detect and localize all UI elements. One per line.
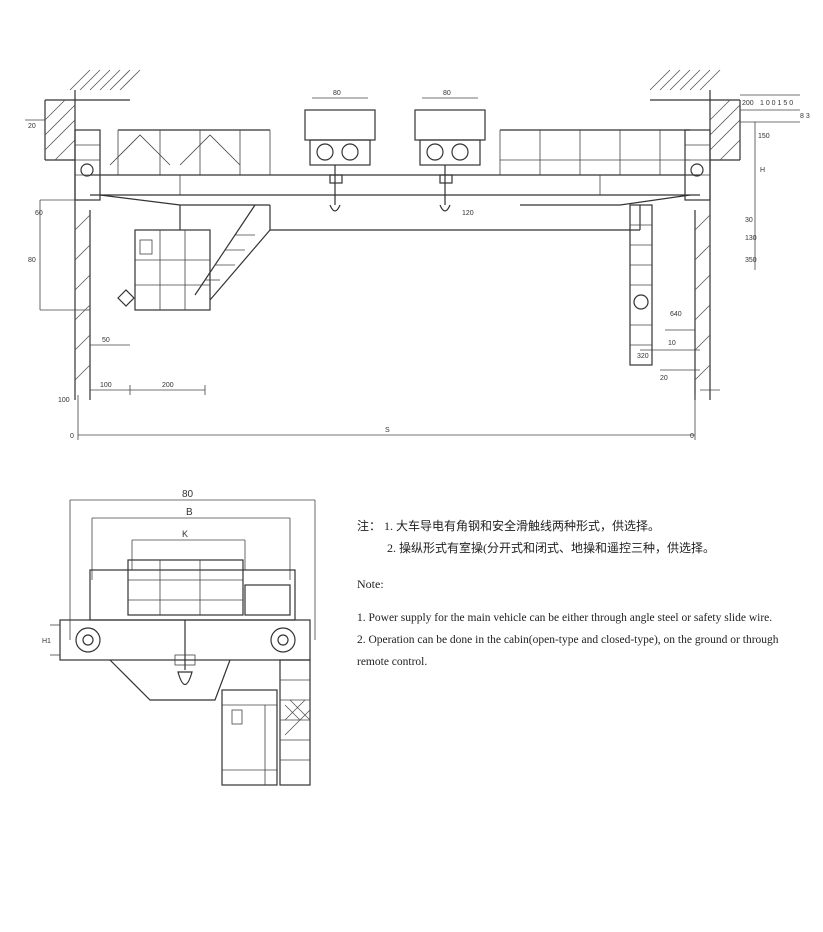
note-cn-2: 2. 操纵形式有室操(分开式和闭式、地操和遥控三种，供选择。	[387, 541, 715, 555]
trolley-right	[414, 109, 486, 212]
dim-trolley-left: 80	[333, 90, 341, 97]
dim-zero-left: 0	[70, 433, 74, 440]
dimension-lines	[25, 94, 800, 440]
dim-height-h1: H1	[42, 638, 51, 645]
dim-width-k: K	[182, 529, 188, 539]
front-view: 80 80 S 0 0 100 200 50 80 60 20 100 H 12…	[25, 69, 810, 440]
dim-width-total: 80	[182, 489, 194, 500]
note-en-title: Note:	[357, 577, 384, 591]
operator-cabin	[117, 204, 271, 311]
dim-top-a: 200	[742, 100, 754, 107]
notes-panel: 注： 1. 大车导电有角钢和安全滑触线两种形式，供选择。 2. 操纵形式有室操(…	[357, 515, 797, 673]
dim-right-c: 130	[745, 235, 757, 242]
dim-right-d: 350	[745, 257, 757, 264]
dim-left-c: 50	[102, 337, 110, 344]
dim-top-c: 8 3	[800, 113, 810, 120]
dim-right-e: 640	[670, 311, 682, 318]
note-en-1: 1. Power supply for the main vehicle can…	[357, 612, 773, 624]
side-view: 80 B K H1	[42, 489, 316, 786]
dim-top-b: 1 0 0 1 5 0	[760, 100, 793, 107]
dim-mid-label: 120	[462, 210, 474, 217]
dim-right-h: 20	[660, 375, 668, 382]
dim-left-g: 100	[58, 397, 70, 404]
dim-left-a: 100	[100, 382, 112, 389]
trolley-left	[304, 109, 376, 212]
dim-left-d: 80	[28, 257, 36, 264]
main-girder	[90, 174, 700, 231]
left-wall	[44, 69, 141, 400]
dim-right-f: 320	[637, 353, 649, 360]
note-cn-1: 注： 1. 大车导电有角钢和安全滑触线两种形式，供选择。	[357, 519, 661, 533]
dim-span: S	[385, 427, 390, 434]
dim-width-b: B	[186, 507, 193, 518]
right-wall	[649, 69, 741, 400]
note-en-2: 2. Operation can be done in the cabin(op…	[357, 634, 779, 668]
dim-left-e: 60	[35, 210, 43, 217]
dim-left-f: 20	[28, 123, 36, 130]
dim-h: H	[760, 167, 765, 174]
walkway-railings	[109, 129, 690, 175]
front-view-dim-labels: 80 80 S 0 0 100 200 50 80 60 20 100 H 12…	[28, 90, 810, 440]
end-carriages	[74, 129, 711, 366]
dim-zero-right: 0	[690, 433, 694, 440]
dim-right-b: 30	[745, 217, 753, 224]
dim-right-g: 10	[668, 340, 676, 347]
dim-trolley-right: 80	[443, 90, 451, 97]
dim-right-a: 150	[758, 133, 770, 140]
dim-left-b: 200	[162, 382, 174, 389]
